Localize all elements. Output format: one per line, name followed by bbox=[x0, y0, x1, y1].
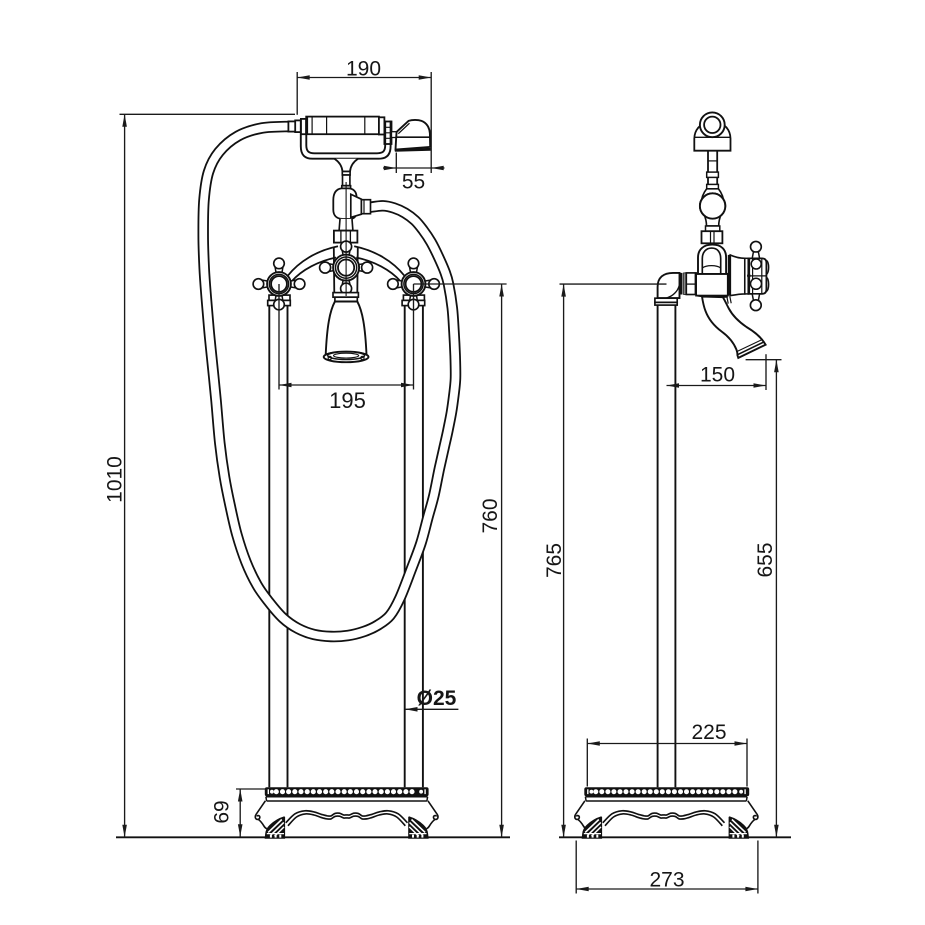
svg-text:273: 273 bbox=[649, 869, 684, 892]
svg-text:655: 655 bbox=[754, 542, 777, 577]
svg-text:225: 225 bbox=[691, 721, 726, 744]
svg-text:69: 69 bbox=[211, 800, 234, 823]
svg-text:760: 760 bbox=[479, 498, 502, 533]
svg-text:55: 55 bbox=[402, 171, 425, 194]
svg-text:195: 195 bbox=[329, 388, 366, 413]
svg-text:150: 150 bbox=[700, 364, 735, 387]
svg-text:190: 190 bbox=[346, 57, 381, 80]
svg-text:1010: 1010 bbox=[104, 456, 127, 503]
svg-text:765: 765 bbox=[543, 543, 566, 578]
svg-text:Ø25: Ø25 bbox=[417, 687, 457, 710]
